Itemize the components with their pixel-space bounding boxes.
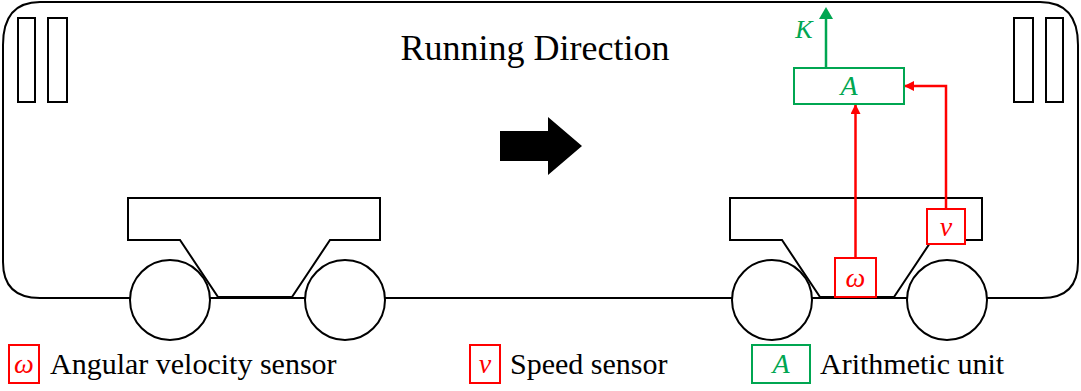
speed-sensor-box: v — [926, 208, 966, 245]
legend-text: Arithmetic unit — [820, 349, 1004, 379]
output-arrow — [825, 16, 828, 67]
box-label: ω — [846, 264, 866, 292]
legend-text: Speed sensor — [510, 349, 667, 379]
legend-text: Angular velocity sensor — [50, 349, 337, 379]
signal-arrow — [854, 105, 857, 257]
box-label: A — [840, 72, 857, 100]
wheel — [732, 260, 812, 340]
window — [48, 18, 67, 102]
box-label: v — [940, 213, 952, 241]
direction-arrow — [500, 117, 582, 175]
arithmetic-unit-box: A — [793, 67, 905, 105]
direction-label: Running Direction — [401, 30, 670, 66]
signal-arrow — [905, 86, 946, 208]
legend-sample — [752, 345, 810, 383]
train-body — [3, 2, 1078, 298]
legend-symbol: v — [479, 350, 491, 378]
legend-sample — [470, 345, 500, 383]
window — [18, 18, 35, 102]
legend-sample — [9, 345, 39, 383]
window — [1046, 18, 1063, 102]
wheel — [305, 260, 385, 340]
legend-symbol: A — [772, 350, 789, 378]
window — [1014, 18, 1033, 102]
arrow-head — [819, 7, 833, 19]
legend-symbol: ω — [14, 350, 34, 378]
output-signal-label: K — [795, 17, 812, 43]
wheel — [907, 260, 987, 340]
angular-velocity-sensor-box: ω — [834, 257, 877, 298]
wheel — [130, 260, 210, 340]
